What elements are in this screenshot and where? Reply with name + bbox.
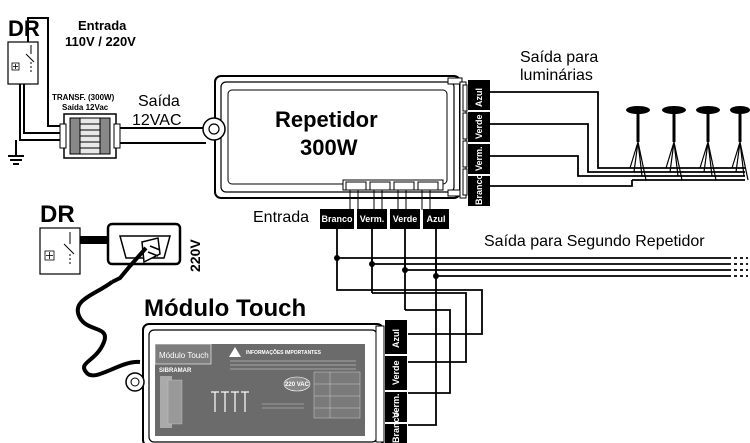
entrada-terminal-verde: Verde: [390, 209, 420, 229]
power-cable: [75, 280, 141, 378]
entrada-voltage-label: 110V / 220V: [65, 34, 136, 49]
modulo-terminal-verde: Verde: [385, 356, 407, 390]
svg-text:Verm.: Verm.: [360, 214, 385, 224]
modulo-touch-wires: [336, 258, 483, 426]
luminaria-3-icon: [696, 106, 720, 181]
saida-luminarias-label: Saída para: [520, 49, 598, 66]
power-plug-icon: [111, 237, 161, 284]
svg-text:Azul: Azul: [391, 329, 401, 348]
repetidor-title: Repetidor: [275, 107, 378, 132]
svg-text:INFORMAÇÕES IMPORTANTES: INFORMAÇÕES IMPORTANTES: [246, 349, 322, 356]
svg-text:220 VAC: 220 VAC: [285, 382, 310, 388]
saida-label: Saída: [138, 93, 180, 110]
svg-text:SIBRAMAR: SIBRAMAR: [159, 368, 192, 374]
entrada-top-label: Entrada: [78, 18, 127, 33]
transformer-repetidor-wires: [120, 127, 206, 144]
dr-top-label: DR: [8, 16, 40, 41]
transformer-icon: [59, 113, 121, 159]
repetidor-power: 300W: [300, 135, 358, 160]
dr-transformer-wires: [15, 17, 64, 156]
entrada-terminal-verm: Verm.: [357, 209, 387, 229]
svg-text:Branco: Branco: [474, 173, 484, 205]
modulo-terminal-verm: Verm.: [385, 392, 407, 422]
svg-text:Branco: Branco: [321, 214, 353, 224]
modulo-terminal-azul: Azul: [385, 320, 407, 354]
dr-top-breaker: [7, 41, 39, 85]
svg-text:Azul: Azul: [474, 88, 484, 107]
luminarias-label: luminárias: [520, 67, 593, 84]
repetidor-terminal-verm: Verm.: [468, 144, 490, 174]
modulo-terminal-branco: Branco: [385, 411, 407, 443]
luminaria-wires: [490, 91, 745, 187]
modulo-touch-panel: Módulo Touch SIBRAMAR INFORMAÇÕES IMPORT…: [154, 343, 365, 436]
luminaria-4-icon: [730, 106, 750, 181]
svg-text:Azul: Azul: [427, 214, 446, 224]
svg-text:Verde: Verde: [393, 214, 418, 224]
repetidor-terminal-azul: Azul: [468, 80, 490, 110]
svg-text:Verm.: Verm.: [474, 146, 484, 171]
svg-text:Módulo Touch: Módulo Touch: [159, 351, 209, 360]
svg-text:Branco: Branco: [391, 411, 401, 443]
entrada-repetidor-label: Entrada: [253, 209, 309, 226]
ground-icon: [8, 155, 24, 165]
saida-12vac-label: 12VAC: [132, 112, 182, 129]
luminaria-2-icon: [662, 106, 686, 181]
segundo-repetidor-continuation: [728, 257, 748, 277]
repetidor-side-connectors: [459, 81, 468, 199]
saida-segundo-repetidor-label: Saída para Segundo Repetidor: [484, 233, 705, 250]
entrada-terminal-azul: Azul: [423, 209, 449, 229]
transformer-label: TRANSF. (300W): [52, 93, 115, 102]
v220-label: 220V: [187, 239, 203, 272]
svg-text:Verde: Verde: [391, 360, 401, 385]
transformer-output-label: Saída 12Vac: [62, 103, 109, 112]
svg-text:Verde: Verde: [474, 114, 484, 139]
modulo-touch-title: Módulo Touch: [144, 295, 306, 322]
dr-bottom-breaker: [39, 227, 108, 275]
repetidor-terminal-branco: Branco: [468, 173, 490, 206]
dr-bottom-label: DR: [40, 201, 75, 228]
repetidor-terminal-verde: Verde: [468, 112, 490, 142]
repetidor-bottom-connectors: [342, 179, 444, 210]
svg-text:Verm.: Verm.: [391, 393, 401, 418]
repetidor-box: [202, 75, 463, 199]
entrada-terminal-branco: Branco: [320, 209, 354, 229]
luminaria-1-icon: [626, 106, 650, 181]
